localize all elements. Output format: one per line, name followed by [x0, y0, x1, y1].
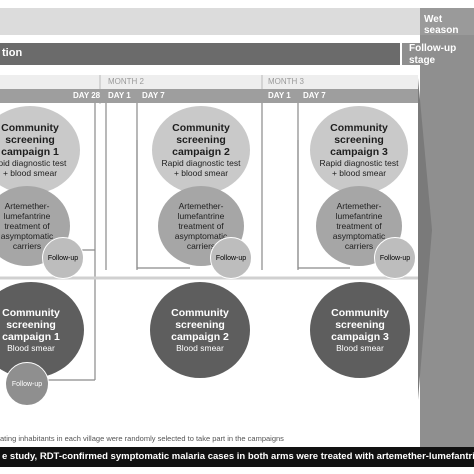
treatment-text: asymptomatic — [0, 231, 54, 241]
campaign-title: Community — [171, 307, 229, 319]
campaign-title: screening — [176, 134, 226, 146]
day-bar — [0, 89, 418, 103]
arm2-campaign-1-follow-up: Follow-up — [5, 362, 49, 406]
campaign-title: screening — [335, 319, 385, 331]
treatment-text: treatment of — [178, 221, 224, 231]
arm1-campaign-2-screening-circle: Community screening campaign 2 Rapid dia… — [152, 106, 250, 194]
treatment-text: lumefantrine — [335, 211, 383, 221]
arm2-campaign-3-circle: Community screening campaign 3 Blood sme… — [310, 282, 410, 378]
wet-season-label: Wet season — [424, 14, 459, 36]
campaign-title: campaign 2 — [171, 331, 229, 343]
test-text: Rapid diagnostic test — [161, 158, 241, 168]
campaign-title: campaign 3 — [330, 146, 388, 158]
treatment-text: carriers — [186, 241, 216, 251]
treatment-text: treatment of — [336, 221, 382, 231]
arm1-campaign-1-follow-up: Follow-up — [42, 237, 84, 279]
month-2-label: MONTH 2 — [108, 77, 144, 86]
day-7-label-m3: DAY 7 — [303, 91, 326, 100]
wet-season-bar — [420, 8, 474, 35]
campaign-title: campaign 1 — [2, 331, 60, 343]
phase-bar — [0, 43, 400, 65]
day-7-label-m2: DAY 7 — [142, 91, 165, 100]
campaign-title: campaign 2 — [172, 146, 230, 158]
campaign-title: Community — [172, 122, 230, 134]
test-text: + blood smear — [331, 168, 387, 178]
treatment-text: carriers — [344, 241, 374, 251]
test-text: Blood smear — [7, 343, 55, 353]
arm1-campaign-1-screening-circle: Community screening campaign 1 apid diag… — [0, 106, 80, 194]
test-text: Rapid diagnostic test — [319, 158, 399, 168]
campaign-title: campaign 3 — [331, 331, 389, 343]
campaign-title: Community — [331, 307, 389, 319]
campaign-title: screening — [334, 134, 384, 146]
campaign-title: campaign 1 — [1, 146, 59, 158]
campaign-title: Community — [1, 122, 59, 134]
season-bar — [0, 8, 420, 35]
treatment-text: Artemether- — [4, 201, 50, 211]
treatment-text: asymptomatic — [332, 231, 386, 241]
day-1-label-m3: DAY 1 — [268, 91, 291, 100]
arm2-campaign-1-circle: Community screening campaign 1 Blood sme… — [0, 282, 84, 378]
arrow-chevron — [418, 78, 432, 400]
treatment-text: treatment of — [4, 221, 50, 231]
test-text: + blood smear — [2, 168, 58, 178]
campaign-title: screening — [6, 319, 56, 331]
treatment-text: lumefantrine — [3, 211, 51, 221]
bottom-banner-text: e study, RDT-confirmed symptomatic malar… — [2, 451, 474, 462]
campaign-title: screening — [175, 319, 225, 331]
treatment-text: Artemether- — [336, 201, 382, 211]
test-text: Blood smear — [176, 343, 224, 353]
campaign-title: Community — [330, 122, 388, 134]
test-text: Blood smear — [336, 343, 384, 353]
treatment-text: lumefantrine — [177, 211, 225, 221]
month-3-label: MONTH 3 — [268, 77, 304, 86]
arm1-campaign-3-follow-up: Follow-up — [374, 237, 416, 279]
follow-up-stage-line-1: Follow-up — [409, 43, 457, 54]
day-1-label-m2: DAY 1 — [108, 91, 131, 100]
follow-up-stage-line-2: stage — [409, 55, 436, 66]
arm1-campaign-3-screening-circle: Community screening campaign 3 Rapid dia… — [310, 106, 408, 194]
day-28-label: DAY 28 — [73, 91, 101, 100]
follow-up-stage-label: Follow-up stage — [409, 43, 456, 67]
arm2-campaign-2-circle: Community screening campaign 2 Blood sme… — [150, 282, 250, 378]
treatment-text: asymptomatic — [174, 231, 228, 241]
test-text: apid diagnostic test — [0, 158, 67, 168]
arm1-campaign-1-treatment-circle: Artemether- lumefantrine treatment of as… — [0, 186, 70, 266]
arm1-campaign-2-follow-up: Follow-up — [210, 237, 252, 279]
campaign-title: screening — [5, 134, 55, 146]
test-text: + blood smear — [173, 168, 229, 178]
month-row — [0, 75, 418, 89]
treatment-text: carriers — [12, 241, 42, 251]
treatment-text: Artemether- — [178, 201, 224, 211]
footnote: ating inhabitants in each village were r… — [0, 434, 284, 443]
campaign-title: Community — [2, 307, 60, 319]
bottom-banner: e study, RDT-confirmed symptomatic malar… — [0, 447, 474, 467]
phase-label: tion — [2, 47, 23, 59]
